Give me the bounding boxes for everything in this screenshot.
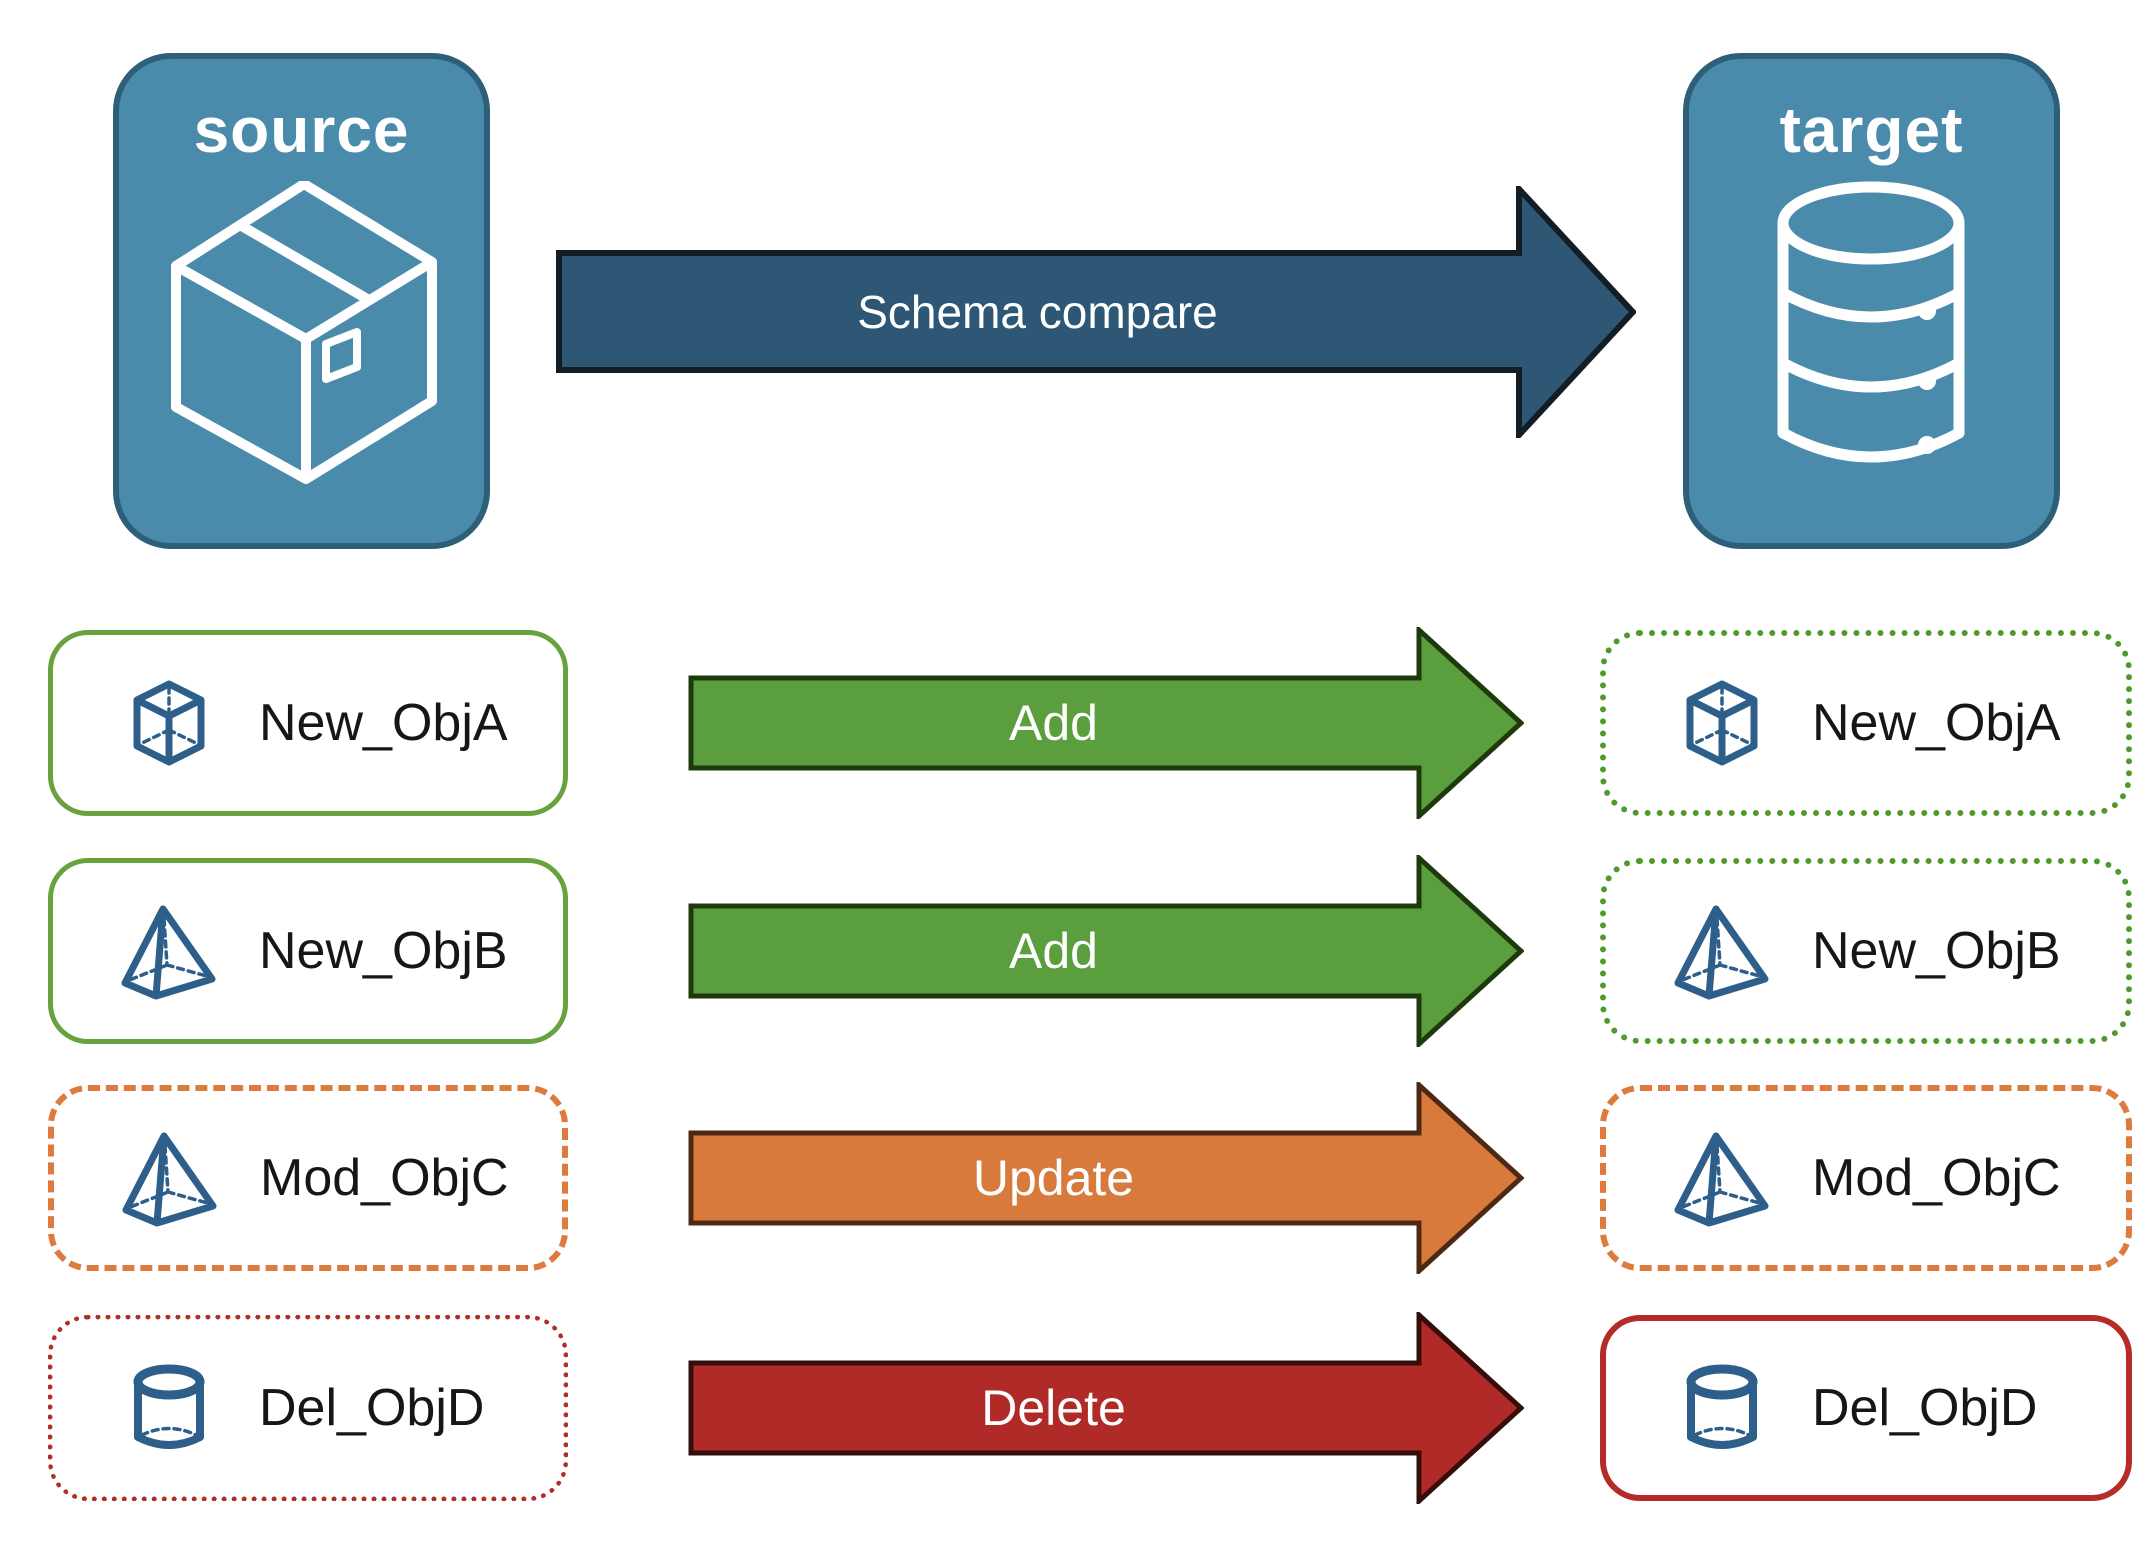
- target-object-box-mod-objc: Mod_ObjC: [1600, 1085, 2132, 1271]
- add-arrow-label: Add: [1009, 695, 1098, 751]
- target-object-box-del-objd: Del_ObjD: [1600, 1315, 2132, 1501]
- target-object-box-new-obja: New_ObjA: [1600, 630, 2132, 816]
- target-node-label: target: [1779, 94, 1964, 166]
- cylinder-icon: [119, 1358, 219, 1458]
- pyramid-icon: [119, 901, 219, 1001]
- add-arrow: [688, 855, 1524, 1047]
- source-object-box-new-obja: New_ObjA: [48, 630, 568, 816]
- source-object-box-new-objb: New_ObjB: [48, 858, 568, 1044]
- schema-compare-arrow: [556, 186, 1636, 438]
- database-icon: [1777, 181, 1965, 463]
- delete-arrow: [688, 1312, 1524, 1504]
- object-label: Mod_ObjC: [260, 1149, 509, 1207]
- pyramid-icon: [1672, 1128, 1772, 1228]
- source-object-box-del-objd: Del_ObjD: [48, 1315, 568, 1501]
- update-arrow-label: Update: [972, 1150, 1135, 1206]
- schema-compare-arrow-label: Schema compare: [857, 286, 1218, 338]
- object-label: New_ObjA: [1812, 694, 2061, 752]
- object-label: Del_ObjD: [1812, 1379, 2038, 1437]
- source-node: source: [113, 53, 490, 549]
- delete-arrow-label: Delete: [981, 1380, 1126, 1436]
- source-object-box-mod-objc: Mod_ObjC: [48, 1085, 568, 1271]
- pyramid-icon: [1672, 901, 1772, 1001]
- target-object-box-new-objb: New_ObjB: [1600, 858, 2132, 1044]
- cylinder-icon: [1672, 1358, 1772, 1458]
- target-node: target: [1683, 53, 2060, 549]
- source-node-label: source: [193, 94, 410, 166]
- update-arrow: [688, 1082, 1524, 1274]
- object-label: Mod_ObjC: [1812, 1149, 2061, 1207]
- add-arrow-label: Add: [1009, 923, 1098, 979]
- object-label: New_ObjB: [259, 922, 508, 980]
- add-arrow: [688, 627, 1524, 819]
- pyramid-icon: [120, 1128, 220, 1228]
- package-icon: [170, 181, 437, 484]
- object-label: Del_ObjD: [259, 1379, 485, 1437]
- object-label: New_ObjB: [1812, 922, 2061, 980]
- cube-icon: [119, 673, 219, 773]
- object-label: New_ObjA: [259, 694, 508, 752]
- cube-icon: [1672, 673, 1772, 773]
